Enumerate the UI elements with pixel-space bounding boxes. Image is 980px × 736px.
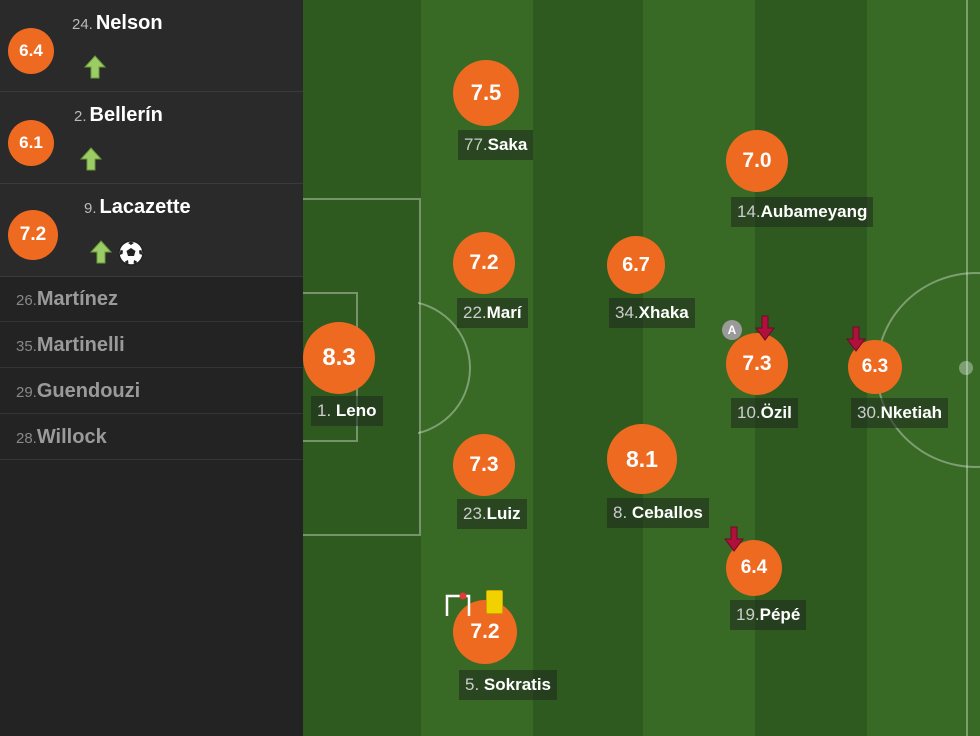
player-name-text: Marí	[486, 303, 522, 322]
player-number: 28.	[16, 430, 37, 447]
yellow-card-icon	[486, 590, 503, 614]
player-label: 5. Sokratis	[459, 670, 558, 700]
player-label: 23.Luiz	[457, 499, 527, 529]
player-name: 24.Nelson	[72, 12, 163, 35]
soccer-ball-icon	[118, 240, 144, 266]
player-number: 34.	[615, 303, 639, 322]
player-number: 10.	[737, 403, 761, 422]
rating-badge: 7.2	[453, 232, 515, 294]
player-name-text: Saka	[487, 135, 528, 154]
player-number: 30.	[857, 403, 881, 422]
sidebar: 6.4 24.Nelson 6.1 2.Bellerín 7.2 9.Lacaz…	[0, 0, 303, 736]
center-spot	[959, 361, 973, 375]
player-number: 8.	[613, 503, 628, 522]
player-number: 26.	[16, 292, 37, 309]
arrow-up-icon	[90, 240, 112, 264]
captain-badge: A	[722, 320, 742, 340]
player-name-text: Nelson	[95, 12, 163, 34]
bench-row[interactable]: 28.Willock	[0, 414, 303, 460]
player-name-text: Willock	[36, 426, 107, 448]
rating-badge: 6.4	[8, 28, 54, 74]
player-name-text: Martinelli	[36, 334, 125, 356]
player-number: 77.	[464, 135, 488, 154]
player-number: 1.	[317, 401, 332, 420]
player-name-text: Luiz	[486, 504, 521, 523]
player-number: 5.	[465, 675, 480, 694]
player-label: 10.Özil	[731, 398, 798, 428]
player-number: 14.	[737, 202, 761, 221]
halfway-line	[966, 0, 968, 736]
rating-badge: 7.2	[453, 600, 517, 664]
arrow-up-icon	[84, 55, 106, 79]
player-name-text: Bellerín	[89, 104, 163, 126]
rating-badge: 7.0	[726, 130, 788, 192]
player-number: 19.	[736, 605, 760, 624]
player-number: 9.	[84, 200, 97, 217]
rating-badge: 7.2	[8, 210, 58, 260]
player-name-text: Aubameyang	[760, 202, 868, 221]
player-name-text: Nketiah	[880, 403, 943, 422]
player-number: 29.	[16, 384, 37, 401]
rating-badge: 8.1	[607, 424, 677, 494]
player-name: 9.Lacazette	[84, 196, 191, 219]
substitute-row[interactable]: 6.4 24.Nelson	[0, 0, 303, 92]
player-label: 19.Pépé	[730, 600, 807, 630]
player-label: 77.Saka	[458, 130, 534, 160]
bench-row[interactable]: 35.Martinelli	[0, 322, 303, 368]
bench-row[interactable]: 26.Martínez	[0, 276, 303, 322]
player-label: 22.Marí	[457, 298, 528, 328]
player-name-text: Martínez	[36, 288, 118, 310]
player-number: 35.	[16, 338, 37, 355]
arrow-down-icon	[724, 526, 744, 552]
player-name-text: Leno	[335, 401, 377, 420]
rating-badge: 7.3	[453, 434, 515, 496]
player-name-text: Pépé	[759, 605, 801, 624]
player-label: 30.Nketiah	[851, 398, 949, 428]
player-name-text: Sokratis	[483, 675, 552, 694]
substitute-row[interactable]: 6.1 2.Bellerín	[0, 92, 303, 184]
player-name-text: Guendouzi	[36, 380, 141, 402]
player-label: 34.Xhaka	[609, 298, 695, 328]
rating-badge: 7.3	[726, 333, 788, 395]
goal-frame-icon	[445, 592, 471, 616]
rating-badge: 6.1	[8, 120, 54, 166]
player-label: 8. Ceballos	[607, 498, 709, 528]
player-number: 22.	[463, 303, 487, 322]
player-name-text: Özil	[760, 403, 792, 422]
player-name-text: Lacazette	[99, 196, 191, 218]
player-label: 14.Aubameyang	[731, 197, 874, 227]
player-name: 2.Bellerín	[74, 104, 163, 127]
rating-badge: 8.3	[303, 322, 375, 394]
rating-badge: 6.7	[607, 236, 665, 294]
player-number: 24.	[72, 16, 93, 33]
player-label: 1. Leno	[311, 396, 383, 426]
pitch: 7.5 77.Saka 7.0 14.Aubameyang 7.2 22.Mar…	[303, 0, 980, 736]
player-name-text: Xhaka	[638, 303, 689, 322]
player-number: 2.	[74, 108, 87, 125]
arrow-down-icon	[755, 315, 775, 341]
player-number: 23.	[463, 504, 487, 523]
player-name-text: Ceballos	[631, 503, 703, 522]
arrow-up-icon	[80, 147, 102, 171]
rating-badge: 7.5	[453, 60, 519, 126]
arrow-down-icon	[846, 326, 866, 352]
substitute-row[interactable]: 7.2 9.Lacazette	[0, 184, 303, 277]
bench-row[interactable]: 29.Guendouzi	[0, 368, 303, 414]
